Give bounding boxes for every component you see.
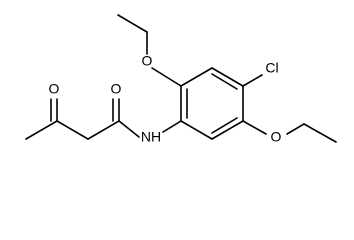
ring-bond-4 — [211, 120, 244, 140]
atom-cl: Cl — [265, 60, 278, 76]
bond-ring-n — [162, 120, 182, 133]
ring-double-bond-a — [211, 73, 238, 90]
atom-nh: NH — [141, 129, 161, 145]
bond-ch2-ch3-top — [117, 14, 148, 33]
bond-ch2-ch3-bottom — [303, 123, 337, 143]
bond-ring-cl — [242, 74, 263, 87]
molecule-structure: O Cl O O O NH — [25, 14, 337, 145]
ethoxy-top — [117, 14, 182, 87]
ring-bond-2 — [211, 67, 244, 87]
bond-ring-o-bottom — [242, 120, 267, 135]
atom-o-ether-top: O — [142, 53, 153, 69]
benzene-ring — [180, 67, 244, 140]
ring-bond-5 — [180, 120, 213, 140]
atom-o-ether-bottom: O — [271, 129, 282, 145]
bond-ketone-ch3 — [25, 120, 58, 140]
atom-o-amide: O — [111, 81, 122, 97]
atom-o-ketone: O — [49, 81, 60, 97]
bond-n-carbonyl — [118, 120, 140, 138]
ethoxy-bottom — [242, 120, 337, 143]
ring-double-bond-b — [211, 117, 238, 134]
ring-bond-1 — [180, 67, 213, 87]
bond-ring-o-top — [151, 67, 182, 87]
bond-ch2-ketone — [56, 120, 89, 140]
bond-o-ch2-bottom — [286, 123, 305, 135]
acetoacetamide-chain — [25, 98, 182, 140]
bond-carbonyl-ch2 — [87, 120, 120, 140]
